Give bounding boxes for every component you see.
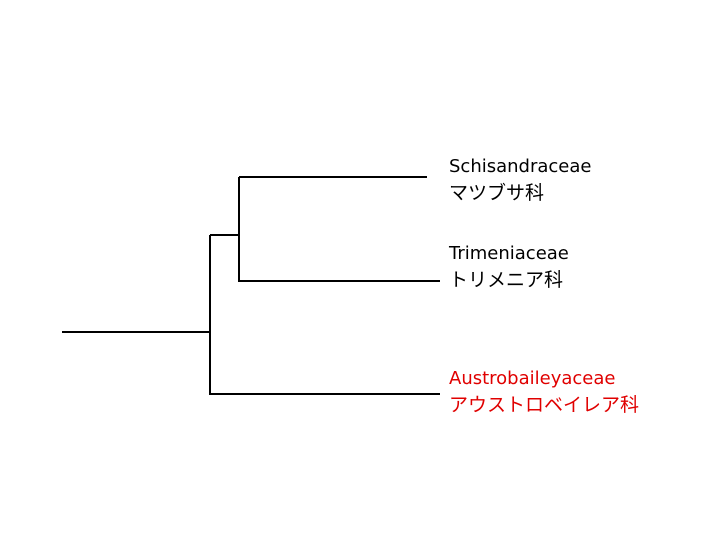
taxon-label-schisandraceae: Schisandraceae マツブサ科 (449, 154, 591, 206)
japanese-name: トリメニア科 (449, 269, 564, 291)
taxon-label-trimeniaceae: Trimeniaceae トリメニア科 (449, 241, 569, 293)
latin-name: Schisandraceae (449, 156, 592, 177)
latin-name: Trimeniaceae (449, 243, 569, 264)
latin-name: Austrobaileyaceae (449, 368, 616, 389)
japanese-name: マツブサ科 (449, 182, 545, 204)
taxon-label-austrobaileyaceae: Austrobaileyaceae アウストロベイレア科 (449, 366, 639, 418)
japanese-name: アウストロベイレア科 (449, 394, 640, 416)
